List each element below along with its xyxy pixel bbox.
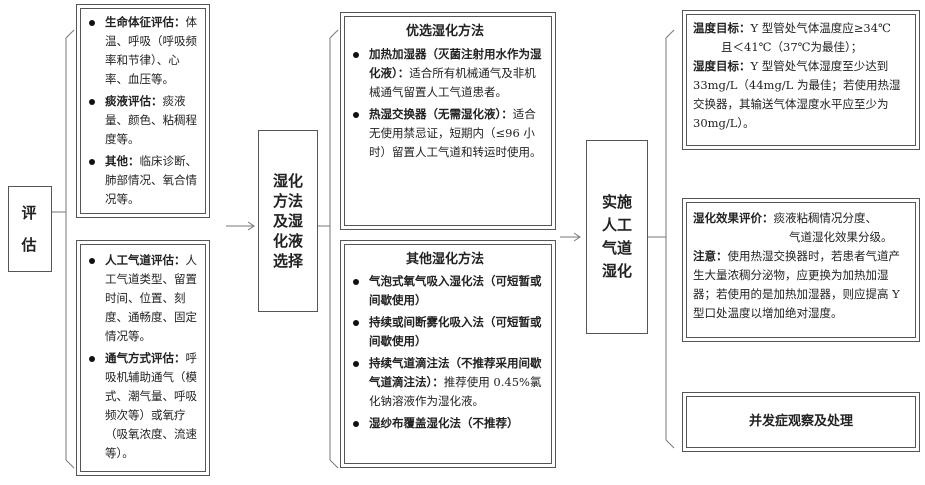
implement-bracket-top (665, 29, 675, 39)
other-item-gauze: 湿纱布覆盖湿化法（不推荐） (347, 414, 543, 433)
evaluation-note: 注意：使用热湿交换器时，若患者气道产生大量浓稠分泌物，应更换为加热加湿器；若使用… (693, 249, 900, 320)
assess-item-ventilation: 通气方式评估：呼吸机辅助通气（模式、潮气量、呼吸频次等）或氧疗（吸氧浓度、流速等… (83, 349, 199, 463)
assess-item-vitals: 生命体征评估：体温、呼吸（呼吸频率和节律）、心率、血压等。 (83, 13, 199, 89)
targets-box: 温度目标：Y 型管处气体温度应≥34℃ 且＜41℃（37℃为最佳）； 湿度目标：… (682, 10, 920, 150)
other-item-drip: 持续气道滴注法（不推荐采用间歇气道滴注法）：推荐使用 0.45%氯化钠溶液作为湿… (347, 354, 543, 411)
evaluation-cont: 气道湿化效果分级。 (789, 230, 893, 244)
implement-box: 实施 人工 气道 湿化 (586, 140, 648, 334)
method-line-4: 化液 (272, 232, 303, 250)
implement-line-4: 湿化 (601, 262, 632, 280)
method-selection-box: 湿化 方法 及湿 化液 选择 (258, 130, 318, 312)
implement-line-2: 人工 (601, 216, 632, 234)
assess-item-other: 其他：临床诊断、肺部情况、氧合情况等。 (83, 152, 199, 209)
assess-item-sputum: 痰液评估：痰液量、颜色、粘稠程度等。 (83, 92, 199, 149)
method-bracket-bottom (329, 459, 339, 469)
other-item-nebulization: 持续或间断雾化吸入法（可短暂或间歇使用） (347, 313, 543, 351)
preferred-item-hme: 热湿交换器（无需湿化液）：适合无使用禁忌证，短期内（≤96 小时）留置人工气道和… (347, 105, 543, 162)
assess-bracket-top (65, 29, 75, 39)
preferred-item-heated-humidifier: 加热加湿器（灭菌注射用水作为湿化液）：适合所有机械通气及非机械通气留置人工气道患… (347, 45, 543, 102)
assess-label-1: 评 (21, 204, 39, 222)
assess-group-airway: 人工气道评估：人工气道类型、留置时间、位置、刻度、通畅度、固定情况等。 通气方式… (76, 240, 210, 476)
assess-item-airway: 人工气道评估：人工气道类型、留置时间、位置、刻度、通畅度、固定情况等。 (83, 251, 199, 346)
evaluation-box: 湿化效果评价：痰液粘稠情况分度、 气道湿化效果分级。 注意：使用热湿交换器时，若… (682, 198, 920, 342)
method-line-1: 湿化 (272, 172, 303, 190)
assess-group-vitals: 生命体征评估：体温、呼吸（呼吸频率和节律）、心率、血压等。 痰液评估：痰液量、颜… (76, 4, 210, 218)
arrow-to-method-head (247, 221, 255, 231)
note-label: 注意： (693, 249, 728, 263)
implement-line-3: 气道 (601, 239, 632, 257)
other-title: 其他湿化方法 (405, 252, 484, 267)
arrow-to-implement-head (573, 232, 581, 242)
humid-target: 湿度目标：Y 型管处气体湿度至少达到 33mg/L（44mg/L 为最佳；若使用… (693, 59, 901, 130)
temp-target-label: 温度目标： (693, 21, 751, 35)
assess-box: 评 估 (8, 186, 52, 272)
assess-bracket-bottom (65, 459, 75, 469)
implement-bracket-bottom (665, 439, 675, 449)
method-line-2: 方法 (272, 192, 303, 210)
other-methods-box: 其他湿化方法 气泡式氧气吸入湿化法（可短暂或间歇使用） 持续或间断雾化吸入法（可… (340, 240, 556, 468)
evaluation-label: 湿化效果评价： (693, 211, 774, 225)
method-line-5: 选择 (272, 252, 303, 270)
temp-target: 温度目标：Y 型管处气体温度应≥34℃ (693, 21, 891, 35)
complication-box: 并发症观察及处理 (682, 392, 920, 452)
evaluation-line: 湿化效果评价：痰液粘稠情况分度、 (693, 211, 877, 225)
preferred-title: 优选湿化方法 (405, 24, 484, 39)
temp-target-cont: 且＜41℃（37℃为最佳）； (721, 40, 863, 54)
implement-line-1: 实施 (601, 193, 632, 211)
preferred-methods-box: 优选湿化方法 加热加湿器（灭菌注射用水作为湿化液）：适合所有机械通气及非机械通气… (340, 12, 556, 230)
complication-label: 并发症观察及处理 (748, 414, 853, 429)
method-line-3: 及湿 (272, 212, 303, 230)
assess-label-2: 估 (21, 236, 39, 254)
humid-target-label: 湿度目标： (693, 59, 751, 73)
other-item-bubble: 气泡式氧气吸入湿化法（可短暂或间歇使用） (347, 272, 543, 310)
method-bracket-top (329, 29, 339, 39)
